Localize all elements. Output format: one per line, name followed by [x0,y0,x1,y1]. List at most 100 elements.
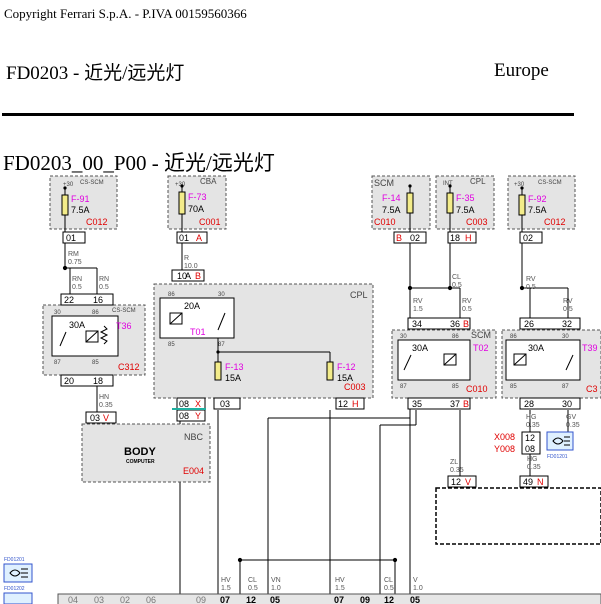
module-name: NBC [184,432,204,442]
svg-text:30: 30 [218,292,225,298]
fuse-module: CBA [200,177,217,186]
svg-text:30: 30 [54,310,61,316]
svg-text:34: 34 [412,319,422,329]
svg-text:36: 36 [450,319,460,329]
svg-text:30: 30 [400,334,407,340]
svg-text:ZL: ZL [450,459,458,466]
svg-text:R: R [184,255,189,262]
fuse-pin-top: INT [443,181,453,187]
svg-text:87: 87 [562,384,569,390]
svg-text:0.5: 0.5 [72,284,82,291]
svg-text:12: 12 [525,433,535,443]
svg-text:49: 49 [523,477,533,487]
fuse-module: CS-SCM [538,180,562,186]
svg-text:0.5: 0.5 [563,306,573,313]
svg-text:X008: X008 [494,432,515,442]
svg-text:26: 26 [524,319,534,329]
svg-text:0.5: 0.5 [248,585,258,592]
fuse-module: SCM [374,178,394,188]
lamp-link-left[interactable]: FD01201 FD01202 [3,557,33,604]
svg-text:RV: RV [526,276,536,283]
svg-text:30: 30 [562,334,569,340]
fuse-box-f73[interactable]: +30 CBA F-73 70A C001 01 A [167,175,227,244]
connector-x008-y008[interactable]: X008 Y008 12 08 [494,431,541,455]
svg-text:HN: HN [99,394,109,401]
wire-lines [62,243,569,604]
fuse-pin-top: +30 [514,182,525,188]
fuse-pin-suffix: H [465,233,472,243]
fuse-box-f91[interactable]: +30 CS-SCM F-91 7.5A C012 01 [49,175,118,244]
fuse-box-f14[interactable]: SCM F-14 7.5A C010 B 02 [371,175,431,244]
svg-text:05: 05 [270,595,280,604]
svg-text:RV: RV [462,298,472,305]
fuse-pin: 02 [523,233,533,243]
relay-module: CS-SCM [112,308,136,314]
fuse-rating: 7.5A [382,205,401,215]
relay-t36[interactable]: 22 16 CS-SCM 30 86 87 85 30A T36 C312 20… [42,293,146,387]
svg-text:35: 35 [412,399,422,409]
relay-label: T01 [190,327,206,337]
fuse-connector: C012 [544,217,566,227]
body-computer[interactable]: 03 V NBC BODY COMPUTER E004 [81,411,211,483]
fuse-box-f92[interactable]: +30 CS-SCM F-92 7.5A C012 02 [507,175,576,244]
svg-text:1.5: 1.5 [413,306,423,313]
svg-text:0.75: 0.75 [68,259,82,266]
svg-text:0.35: 0.35 [526,422,540,429]
svg-text:HV: HV [221,577,231,584]
svg-text:85: 85 [510,384,517,390]
copyright-text: Copyright Ferrari S.p.A. - P.IVA 0015956… [4,6,247,21]
link-ref[interactable]: FD01201 [547,454,568,460]
svg-text:RN: RN [99,276,109,283]
fuse-rating: 15A [225,373,241,383]
svg-text:08: 08 [179,399,189,409]
wire-labels: RM0.75 RN0.5 RN0.5 R10.0 HN0.35 CL0.5 RV… [68,251,580,592]
relay-rating: 20A [184,301,200,311]
fuse-pin: 01 [66,233,76,243]
svg-text:B: B [195,271,201,281]
body-computer-title: BODY [124,446,156,458]
bottom-connector-strip[interactable]: 04 03 02 06 09 07 12 05 07 09 12 05 [57,593,601,604]
cpl-connector: C003 [344,382,366,392]
svg-text:A: A [185,271,191,281]
svg-text:08: 08 [525,444,535,454]
fuse-box-f35[interactable]: INT CPL F-35 7.5A C003 18 H [435,175,495,244]
link-ref[interactable]: FD01201 [4,557,25,563]
svg-text:1.5: 1.5 [221,585,231,592]
svg-text:05: 05 [410,595,420,604]
relay-module: SCM [471,330,491,340]
svg-text:32: 32 [562,319,572,329]
svg-text:30: 30 [562,399,572,409]
svg-text:12: 12 [384,595,394,604]
lamp-link-right[interactable]: FD01201 [546,431,574,460]
svg-text:10.0: 10.0 [184,263,198,270]
fuse-connector: C010 [374,217,396,227]
relay-rating: 30A [528,343,544,353]
svg-text:B: B [463,399,469,409]
fuse-module: CPL [470,177,486,186]
svg-text:Y: Y [195,411,201,421]
svg-text:86: 86 [92,310,99,316]
fuse-label: F-91 [71,194,90,204]
cpl-module[interactable]: CPL 10 A B 86 30 85 87 20A T01 F-13 15A … [153,269,374,422]
svg-text:09: 09 [360,595,370,604]
svg-text:0.35: 0.35 [450,467,464,474]
svg-text:0.5: 0.5 [384,585,394,592]
svg-text:08: 08 [179,411,189,421]
relay-t39[interactable]: 26 32 86 30 85 87 30A T39 C3 28 30 [501,317,601,410]
fuse-pin-suffix: B [396,233,402,243]
link-ref[interactable]: FD01202 [4,586,25,592]
svg-text:85: 85 [92,360,99,366]
svg-text:06: 06 [146,595,156,604]
lower-right-module[interactable]: 12 V 49 N [435,475,601,545]
relay-rating: 30A [69,320,85,330]
svg-text:CL: CL [452,274,461,281]
svg-text:V: V [413,577,418,584]
relay-label: T02 [473,343,489,353]
svg-text:V: V [103,413,109,423]
svg-text:1.5: 1.5 [335,585,345,592]
section-title: FD0203_00_P00 - 近光/远光灯 [3,151,275,175]
svg-text:12: 12 [338,399,348,409]
relay-label: T36 [116,321,132,331]
relay-t02[interactable]: 34 36 B SCM 30 86 87 85 30A T02 C010 35 … [391,317,497,410]
relay-pin: 16 [93,295,103,305]
